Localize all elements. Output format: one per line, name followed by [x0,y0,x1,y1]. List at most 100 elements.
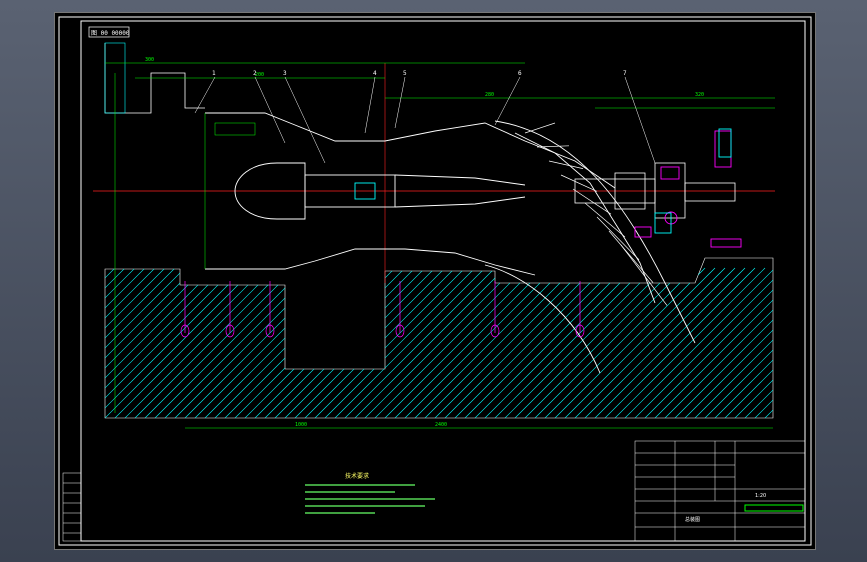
hatch-line [105,267,176,418]
hatch-line [184,267,336,418]
callout-4: 4 [373,70,377,77]
hatch-line [55,268,95,418]
draft-tube-elbow [484,120,696,374]
hatch-line [105,267,206,418]
hatch-line [504,267,656,418]
turbine-assembly-drawing: 图 00 00000 [55,16,815,546]
hatch-line [364,267,516,418]
hatch-line [214,267,366,418]
title-sheet: 总装图 [685,516,700,523]
vane-line [560,174,598,192]
hatch-line [534,267,686,418]
hatch-line [544,267,696,418]
hatch-line [724,267,773,418]
hatch-line [105,267,186,418]
hatch-line [105,267,196,418]
callout-5: 5 [403,70,407,77]
cad-drawing-viewport[interactable]: 图 00 00000 [54,12,816,550]
flow-passage [205,112,616,276]
hatch-line [105,267,256,418]
dimension-text: 300 200 280 320 2400 1000 [145,57,704,428]
hatch-line [414,267,566,418]
hatch-line [424,267,576,418]
vane-line [524,122,556,134]
hatch-line [604,267,756,418]
hatch-line [55,268,75,418]
hatch-line [644,267,773,418]
hatch-line [105,267,106,418]
callout-2: 2 [253,70,257,77]
hatch-line [404,267,556,418]
svg-text:1000: 1000 [295,422,307,428]
callout-numbers: 1 2 3 4 5 6 7 [212,70,627,77]
hatch-line [554,267,706,418]
hatch-line [105,267,156,418]
bolt-anchor [575,324,585,338]
notes-title: 技术要求 [345,472,369,480]
hatch-line [464,267,616,418]
hatch-line [775,268,815,418]
bolt-anchor [225,324,235,338]
hatch-line [614,267,766,418]
hatch-line [134,267,286,418]
vane-line [536,145,570,148]
hatch-line [294,267,446,418]
hatch-line [234,267,386,418]
hatch-line [204,267,356,418]
hatch-line [744,267,773,418]
bolt-anchor [395,324,405,338]
generator-parts [634,130,742,248]
hatch-line [105,267,236,418]
callout-3: 3 [283,70,287,77]
hatch-line [105,267,126,418]
vane-line [608,230,654,283]
hatch-line [584,267,736,418]
hatch-line [634,267,773,418]
title-scale: 1:20 [755,493,766,499]
hatch-line [105,267,146,418]
vane-line [548,160,584,169]
hatch-line [55,268,65,418]
hatch-line [474,267,626,418]
bolt-anchor [180,324,190,338]
hatch-line [734,267,773,418]
hatch-line [594,267,746,418]
hatch-line [334,267,486,418]
svg-text:280: 280 [485,92,494,98]
bolt-anchor [265,324,275,338]
hatch-line [154,267,306,418]
svg-text:300: 300 [145,57,154,63]
hatch-line [484,267,636,418]
hatch-line [105,267,246,418]
part-callouts [194,76,656,164]
hatch-line [105,267,136,418]
hatch-line [754,267,773,418]
vane-line [620,244,668,306]
hatch-line [624,267,773,418]
hatch-line [434,267,586,418]
callout-7: 7 [623,70,627,77]
hatch-line [454,267,606,418]
hatch-line [105,267,166,418]
hatch-line [224,267,376,418]
svg-text:2400: 2400 [435,422,447,428]
corner-label-box [88,26,130,38]
hatch-line [564,267,716,418]
hatch-line [574,267,726,418]
hatch-line [324,267,476,418]
hatch-line [374,267,526,418]
hatch-line [664,267,773,418]
hatch-line [684,267,773,418]
bolt-anchor [490,324,500,338]
callout-6: 6 [518,70,522,77]
hatch-line [444,267,596,418]
notes-lines [305,484,435,514]
hatch-line [344,267,496,418]
hatch-line [524,267,676,418]
hatch-line [264,267,416,418]
hatch-line [354,267,506,418]
callout-1: 1 [212,70,216,77]
hatch-line [304,267,456,418]
hatch-line [105,267,116,418]
hatch-line [514,267,666,418]
